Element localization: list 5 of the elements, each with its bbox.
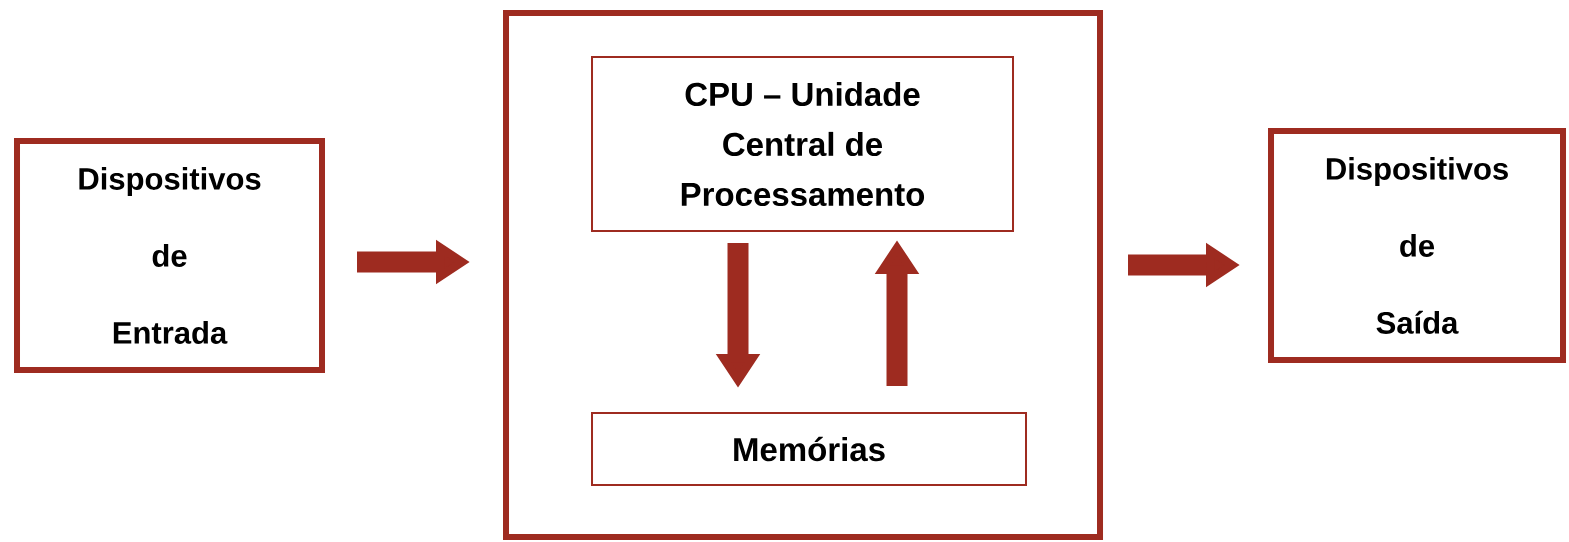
process-box: CPU – Unidade Central de Processamento — [591, 56, 1014, 232]
process-box: Dispositivos de Saída — [1268, 128, 1566, 363]
process-box: Dispositivos de Entrada — [14, 138, 325, 373]
container-box — [503, 10, 1103, 540]
process-box: Memórias — [591, 412, 1027, 486]
